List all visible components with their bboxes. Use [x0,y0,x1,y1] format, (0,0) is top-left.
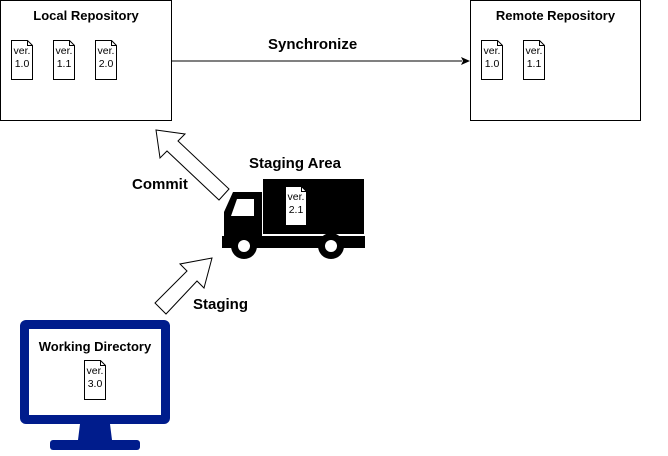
truck-icon [222,179,365,259]
doc-version-label: ver. 1.1 [55,45,73,70]
remote-repository-title: Remote Repository [495,8,616,23]
document-icon [53,40,75,80]
document-icon [481,40,503,80]
synchronize-arrowhead [461,57,470,65]
local-doc-2: ver. 1.1 [53,40,75,80]
doc-version-label: ver. 3.0 [86,365,104,390]
doc-version-label: ver. 1.0 [483,45,501,70]
remote-doc-2: ver. 1.1 [523,40,545,80]
working-directory-title: Working Directory [38,339,152,354]
doc-version-label: ver. 1.1 [525,45,543,70]
document-icon [11,40,33,80]
local-doc-3: ver. 2.0 [95,40,117,80]
document-icon [95,40,117,80]
doc-version-label: ver. 1.0 [13,45,31,70]
commit-arrow [155,129,230,201]
document-icon [285,186,307,226]
staging-arrow [154,257,213,315]
remote-doc-1: ver. 1.0 [481,40,503,80]
working-doc: ver. 3.0 [84,360,106,400]
monitor-icon [20,320,170,450]
doc-version-label: ver. 2.0 [97,45,115,70]
doc-version-label: ver. 2.1 [287,191,305,216]
staging-label: Staging [193,296,248,313]
synchronize-label: Synchronize [268,36,358,53]
document-icon [523,40,545,80]
staging-area-title: Staging Area [249,155,341,172]
staging-doc: ver. 2.1 [285,186,307,226]
commit-label: Commit [132,176,188,193]
local-doc-1: ver. 1.0 [11,40,33,80]
document-icon [84,360,106,400]
local-repository-title: Local Repository [33,8,139,23]
